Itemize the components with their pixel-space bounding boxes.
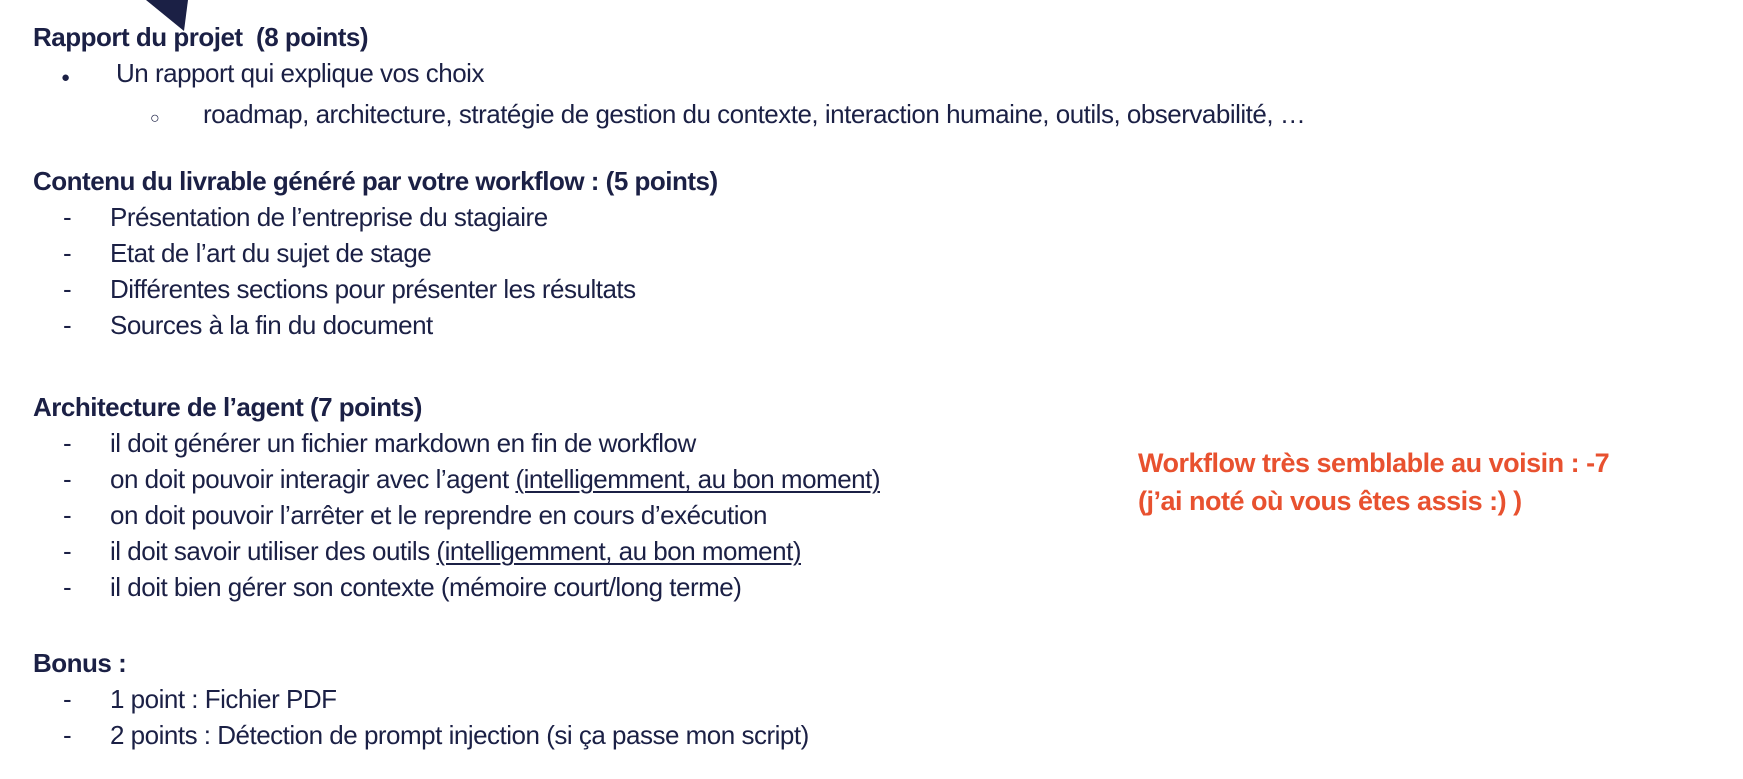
section-contenu-du-livrable: Contenu du livrable généré par votre wor… [33,163,1683,343]
section-heading: Contenu du livrable généré par votre wor… [33,166,718,196]
dash-marker: - [63,464,72,494]
dash-marker: - [63,572,72,602]
list-item-text: il doit générer un fichier markdown en f… [110,428,696,458]
list-item-text: 2 points : Détection de prompt injection… [110,720,809,750]
section-architecture-agent: Architecture de l’agent (7 points) - il … [33,389,1683,605]
list-item: - Sources à la fin du document [33,307,1683,343]
section-bonus: Bonus : - 1 point : Fichier PDF - 2 poin… [33,645,1683,753]
corner-triangle-decoration [146,0,188,31]
dash-marker: - [63,536,72,566]
list-item-text: Sources à la fin du document [110,310,433,340]
dash-marker: - [63,500,72,530]
list-item-text: Présentation de l’entreprise du stagiair… [110,202,548,232]
list-item-text-plain: on doit pouvoir interagir avec l’agent [110,464,516,494]
list-item-text: Un rapport qui explique vos choix [116,58,484,88]
list-item-text: Etat de l’art du sujet de stage [110,238,432,268]
list-item-text: on doit pouvoir interagir avec l’agent (… [110,461,880,497]
list-item-text: il doit bien gérer son contexte (mémoire… [110,572,742,602]
list-item: - il doit savoir utiliser des outils (in… [33,533,1683,569]
dash-marker: - [63,684,72,714]
section-heading: Architecture de l’agent (7 points) [33,392,422,422]
list-item-text-underlined: (intelligemment, au bon moment) [436,536,801,566]
dash-marker: - [63,238,72,268]
list-item: - on doit pouvoir l’arrêter et le repren… [33,497,1683,533]
list-item: - 1 point : Fichier PDF [33,681,1683,717]
dash-marker: - [63,202,72,232]
list-item-text: roadmap, architecture, stratégie de gest… [203,99,1306,129]
list-item: - Présentation de l’entreprise du stagia… [33,199,1683,235]
list-item-text: Différentes sections pour présenter les … [110,274,636,304]
section-heading: Rapport du projet (8 points) [33,22,369,52]
dash-marker: - [63,274,72,304]
list-item: - 2 points : Détection de prompt injecti… [33,717,1683,753]
section-heading: Bonus : [33,648,127,678]
list-item-text: 1 point : Fichier PDF [110,684,337,714]
list-item-text-underlined: (intelligemment, au bon moment) [515,464,880,494]
list-item: - il doit bien gérer son contexte (mémoi… [33,569,1683,605]
grader-comment: Workflow très semblable au voisin : -7 (… [1138,444,1610,520]
list-item-text: on doit pouvoir l’arrêter et le reprendr… [110,500,767,530]
list-item-text: il doit savoir utiliser des outils (inte… [110,533,801,569]
grader-comment-line1: Workflow très semblable au voisin : -7 [1138,448,1610,478]
grader-comment-line2: (j’ai noté où vous êtes assis :) ) [1138,486,1522,516]
list-item: - Différentes sections pour présenter le… [33,271,1683,307]
bullet-disc-icon: ● [61,69,70,86]
dash-marker: - [63,720,72,750]
list-item: - Etat de l’art du sujet de stage [33,235,1683,271]
dash-marker: - [63,310,72,340]
list-item: ● Un rapport qui explique vos choix [33,55,1683,96]
section-rapport-du-projet: Rapport du projet (8 points) ● Un rappor… [33,19,1683,137]
list-item: - on doit pouvoir interagir avec l’agent… [33,461,1683,497]
list-item-text-plain: il doit savoir utiliser des outils [110,536,437,566]
dash-marker: - [63,428,72,458]
list-item: ○ roadmap, architecture, stratégie de ge… [33,96,1683,137]
bullet-circle-icon: ○ [150,110,160,127]
list-item: - il doit générer un fichier markdown en… [33,425,1683,461]
